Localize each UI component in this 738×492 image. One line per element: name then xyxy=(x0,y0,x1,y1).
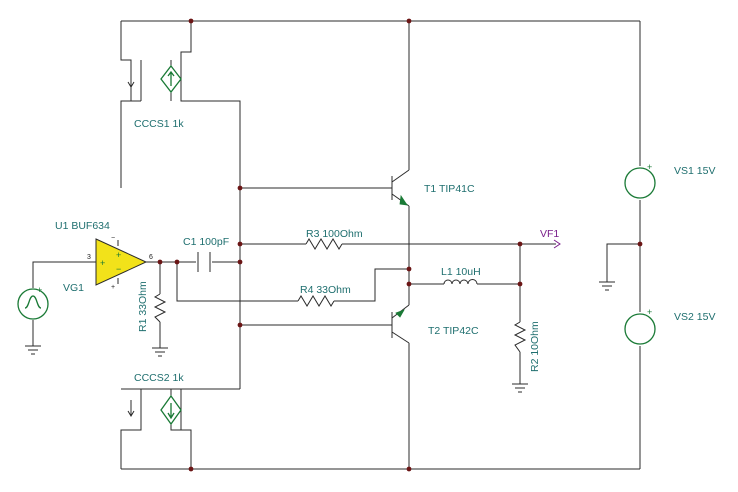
resistor-zigzag-icon xyxy=(297,295,335,307)
u1-pin-in: 3 xyxy=(87,254,91,261)
emitter-arrow-icon xyxy=(395,309,405,318)
cccs1[interactable]: CCCS1 1k xyxy=(127,64,184,130)
u1-label: U1 BUF634 xyxy=(55,220,110,232)
t2-label: T2 TIP42C xyxy=(428,325,479,337)
resistor-zigzag-icon xyxy=(513,321,527,353)
junction-dot xyxy=(237,322,243,328)
arrow-down-icon xyxy=(127,72,135,88)
vs2-label: VS2 15V xyxy=(674,311,715,323)
junction-dot xyxy=(174,259,180,265)
t1-transistor[interactable]: T1 TIP41C xyxy=(391,169,475,207)
arrow-up-icon xyxy=(167,70,175,86)
ground-icon xyxy=(512,383,528,393)
r4-resistor[interactable]: R4 33Ohm xyxy=(297,284,351,307)
vs2-source[interactable]: + VS2 15V xyxy=(624,307,715,345)
r2-label: R2 10Ohm xyxy=(529,321,541,372)
cccs2-label: CCCS2 1k xyxy=(134,372,184,384)
resistor-zigzag-icon xyxy=(305,238,343,250)
t1-label: T1 TIP41C xyxy=(424,183,475,195)
transistor-collector xyxy=(391,331,410,344)
r4-label: R4 33Ohm xyxy=(300,284,351,296)
diamond-source-icon xyxy=(160,64,182,94)
diamond-source-icon xyxy=(160,394,182,426)
vf1-label: VF1 xyxy=(540,228,559,240)
junction-dot xyxy=(517,281,523,287)
emitter-arrow-icon xyxy=(399,194,408,206)
cccs2[interactable]: CCCS2 1k xyxy=(127,372,184,426)
junction-dot xyxy=(237,241,243,247)
wires xyxy=(32,20,641,470)
r3-label: R3 100Ohm xyxy=(306,228,363,240)
r1-label: R1 33Ohm xyxy=(137,281,149,332)
junction-dot xyxy=(406,281,412,287)
plus-sign: + xyxy=(37,285,42,295)
u1-pin-out: 6 xyxy=(149,254,153,261)
junction-dot xyxy=(237,259,243,265)
vg1[interactable]: + VG1 xyxy=(17,282,84,320)
r2-resistor[interactable]: R2 10Ohm xyxy=(513,321,541,372)
junction-dot xyxy=(406,466,412,472)
plus-sign: + xyxy=(647,307,652,317)
ground-icon xyxy=(25,345,41,355)
minus-sign: − xyxy=(116,264,121,274)
probe-arrow-icon xyxy=(553,239,561,249)
sine-wave-icon xyxy=(24,295,42,309)
junction-dot xyxy=(237,185,243,191)
junction-dot xyxy=(637,241,643,247)
arrow-down-icon xyxy=(167,403,175,420)
dc-source-circle xyxy=(624,167,656,199)
l1-inductor[interactable]: L1 10uH xyxy=(441,266,481,285)
junction-dot xyxy=(406,266,412,272)
vs1-source[interactable]: + VS1 15V xyxy=(624,162,715,199)
capacitor-icon xyxy=(197,252,211,272)
resistor-zigzag-icon xyxy=(153,293,167,323)
r3-resistor[interactable]: R3 100Ohm xyxy=(305,228,363,250)
junction-dot xyxy=(188,466,194,472)
junction-dot xyxy=(188,18,194,24)
l1-label: L1 10uH xyxy=(441,266,481,278)
vs1-label: VS1 15V xyxy=(674,165,715,177)
pin-marker: − xyxy=(111,235,115,242)
cccs1-label: CCCS1 1k xyxy=(134,118,184,130)
t2-transistor[interactable]: T2 TIP42C xyxy=(391,304,479,344)
opamp-triangle-icon xyxy=(95,238,148,286)
u1-buffer[interactable]: + + − − + 3 6 U1 BUF634 xyxy=(55,220,153,291)
plus-sign: + xyxy=(116,250,121,260)
junction-dot xyxy=(157,259,163,265)
c1-label: C1 100pF xyxy=(183,236,229,248)
vf1-probe[interactable]: VF1 xyxy=(540,228,561,249)
transistor-collector xyxy=(391,169,410,183)
junction-dot xyxy=(517,241,523,247)
plus-sign: + xyxy=(647,162,652,172)
dc-source-circle xyxy=(624,313,656,345)
plus-sign: + xyxy=(100,258,105,268)
junctions xyxy=(157,18,643,472)
r1-resistor[interactable]: R1 33Ohm xyxy=(137,281,167,332)
vg1-label: VG1 xyxy=(63,282,84,294)
c1-capacitor[interactable]: C1 100pF xyxy=(183,236,229,272)
inductor-coil-icon xyxy=(443,279,478,285)
ground-icon xyxy=(152,347,168,357)
arrow-down-icon xyxy=(127,400,135,417)
junction-dot xyxy=(406,18,412,24)
signal-source-circle xyxy=(17,288,49,320)
pin-marker: + xyxy=(111,284,115,291)
ground-icon xyxy=(599,281,615,291)
